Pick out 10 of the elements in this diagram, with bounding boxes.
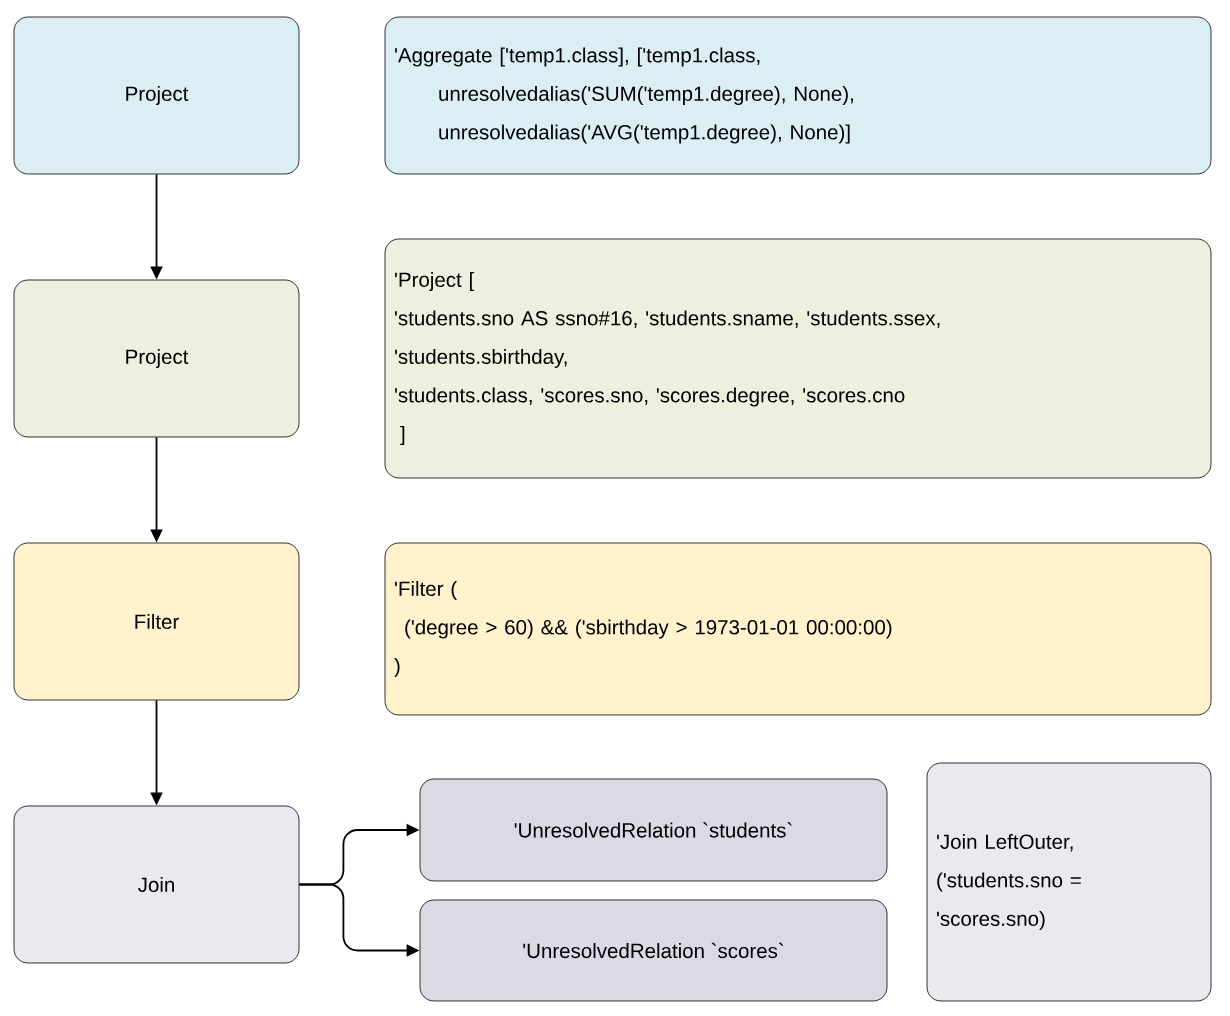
relation-box: 'UnresolvedRelation `scores` xyxy=(419,899,888,1002)
process-box: Filter xyxy=(13,542,300,701)
code-box: 'Join LeftOuter, ('students.sno = 'scores.sno) xyxy=(926,762,1212,1002)
process-box: Project xyxy=(13,279,300,438)
relation-box: 'UnresolvedRelation `students` xyxy=(419,778,888,882)
code-box: 'Project [ 'students.sno AS ssno#16, 'students.sname, 'students.ssex, 'students.sbirthday, 'students.class, 'scores.sno, 'scores.degree, 'scores.cno ] xyxy=(384,238,1212,479)
process-box: Project xyxy=(13,16,300,175)
code-box: 'Aggregate ['temp1.class], ['temp1.class, unresolvedalias('SUM('temp1.degree), None), unresolvedalias('AVG('temp1.degree), None)] xyxy=(384,16,1212,175)
code-box: 'Filter ( ('degree > 60) && ('sbirthday > 1973-01-01 00:00:00) ) xyxy=(384,542,1212,716)
process-box: Join xyxy=(13,805,300,964)
